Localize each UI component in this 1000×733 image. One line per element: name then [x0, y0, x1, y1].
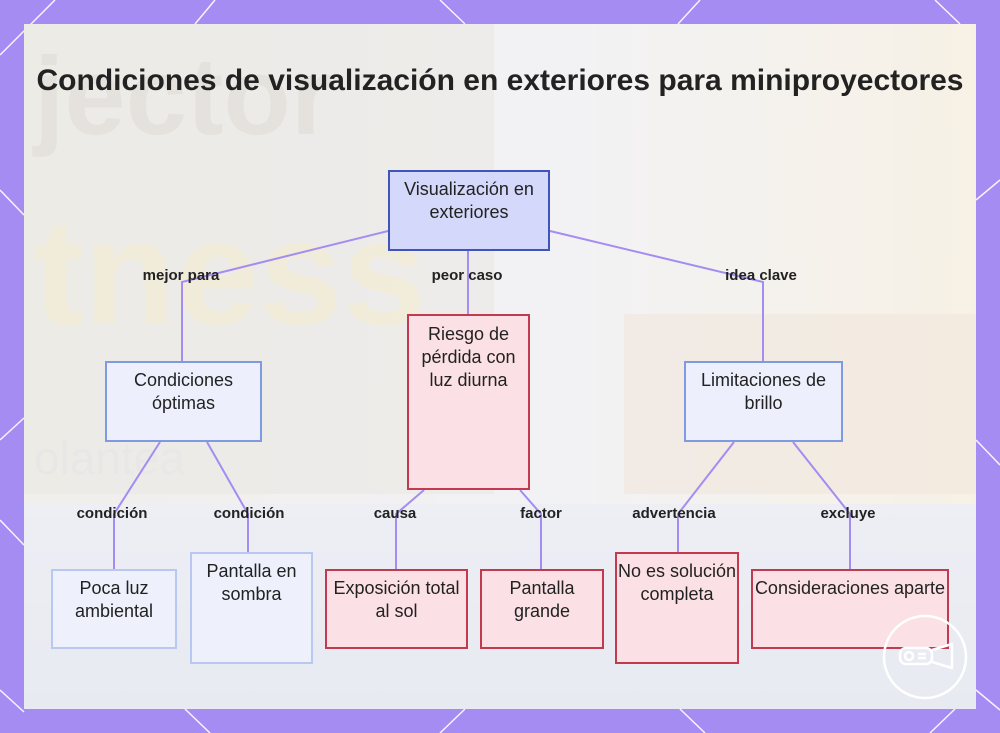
- node-low-ambient-light: Poca luz ambiental: [51, 569, 177, 649]
- diagram-title: Condiciones de visualización en exterior…: [36, 64, 964, 97]
- background-watermark-text: jector: [32, 35, 334, 158]
- projector-logo-icon: [882, 614, 968, 700]
- node-outdoor-viewing: Visualización en exteriores: [388, 170, 550, 251]
- edge-label-best-for: mejor para: [142, 267, 220, 284]
- node-other-considerations: Consideraciones aparte: [751, 569, 949, 649]
- edge-label-warning: advertencia: [632, 505, 716, 522]
- node-brightness-limits: Limitaciones de brillo: [684, 361, 843, 442]
- node-large-screen: Pantalla grande: [480, 569, 604, 649]
- node-shaded-screen: Pantalla en sombra: [190, 552, 313, 664]
- node-label: Poca luz ambiental: [74, 578, 154, 621]
- node-label: Pantalla en sombra: [206, 561, 297, 604]
- background-watermark-text: tness: [34, 188, 426, 356]
- edge-label-key-idea: idea clave: [725, 267, 797, 284]
- node-label: Riesgo de pérdida con luz diurna: [421, 324, 516, 390]
- connector-lines: [113, 230, 851, 569]
- edge-label-factor: factor: [520, 505, 562, 522]
- edge-label-excludes: excluye: [820, 505, 876, 522]
- node-label: No es solución completa: [617, 561, 737, 604]
- edge-label-cause: causa: [373, 505, 417, 522]
- node-label: Visualización en exteriores: [404, 179, 534, 222]
- node-full-sun-exposure: Exposición total al sol: [325, 569, 468, 649]
- node-label: Pantalla grande: [509, 578, 575, 621]
- node-label: Limitaciones de brillo: [700, 370, 827, 413]
- node-label: Exposición total al sol: [333, 578, 460, 621]
- diagram-canvas: jector tness olantea Condiciones de visu…: [24, 24, 976, 709]
- node-not-complete-solution: No es solución completa: [615, 552, 739, 664]
- node-label: Condiciones óptimas: [133, 370, 234, 413]
- edge-label-condition: condición: [213, 505, 285, 522]
- node-label: Consideraciones aparte: [754, 578, 946, 598]
- node-daylight-loss-risk: Riesgo de pérdida con luz diurna: [407, 314, 530, 490]
- node-optimal-conditions: Condiciones óptimas: [105, 361, 262, 442]
- edge-label-condition: condición: [76, 505, 148, 522]
- edge-label-worst-case: peor caso: [431, 267, 503, 284]
